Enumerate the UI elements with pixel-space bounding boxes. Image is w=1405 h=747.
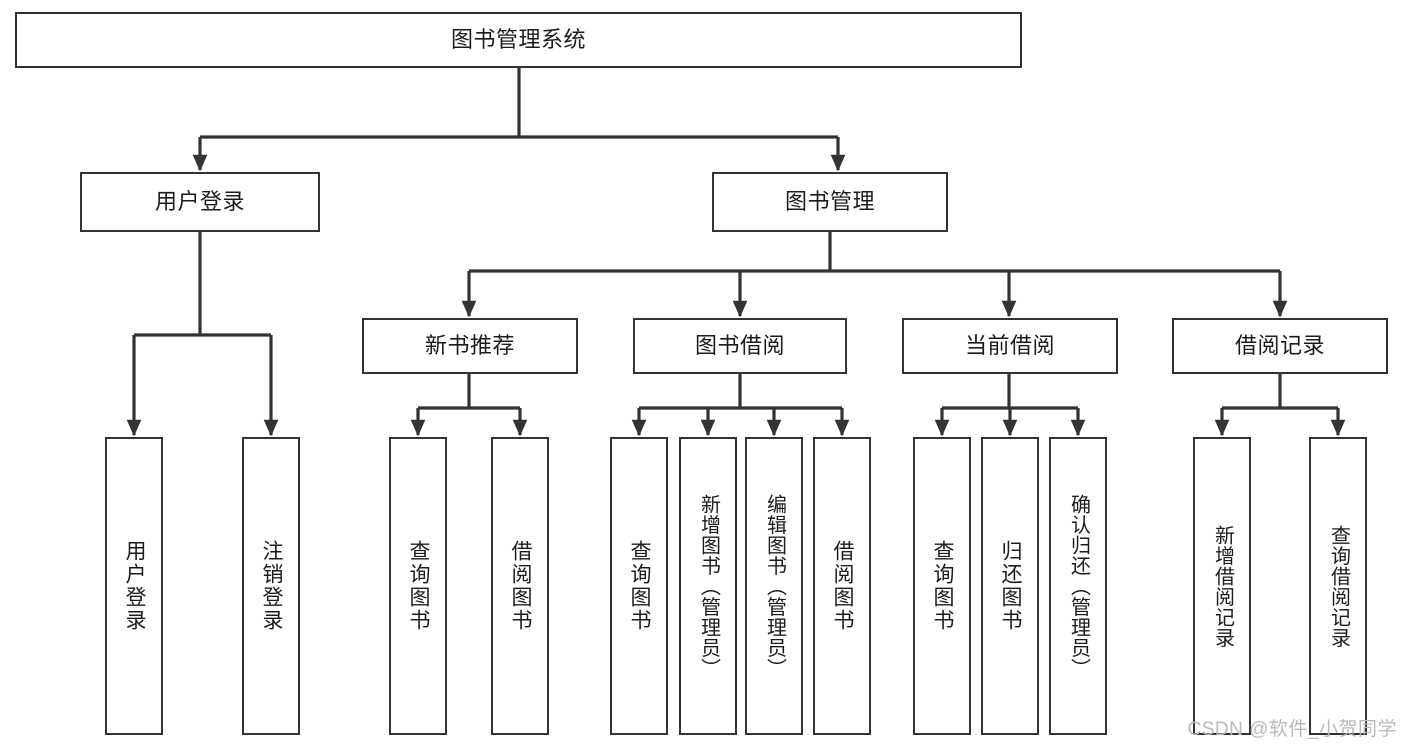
node-leaf-query-book-1-label: 查询图书 bbox=[407, 540, 431, 632]
node-leaf-return-book[interactable]: 归还图书 bbox=[981, 437, 1039, 735]
node-user-login-label: 用户登录 bbox=[154, 189, 245, 215]
node-borrow-record-label: 借阅记录 bbox=[1234, 333, 1325, 359]
node-leaf-query-record[interactable]: 查询借阅记录 bbox=[1309, 437, 1367, 735]
node-current-borrow-label: 当前借阅 bbox=[964, 333, 1055, 359]
node-leaf-login[interactable]: 用户登录 bbox=[105, 437, 163, 735]
node-book-borrow[interactable]: 图书借阅 bbox=[633, 318, 847, 374]
node-leaf-borrow-book-2[interactable]: 借阅图书 bbox=[813, 437, 871, 735]
node-book-manage-label: 图书管理 bbox=[784, 189, 875, 215]
node-current-borrow[interactable]: 当前借阅 bbox=[902, 318, 1118, 374]
node-root-system[interactable]: 图书管理系统 bbox=[15, 12, 1022, 68]
node-leaf-add-book[interactable]: 新增图书（管理员） bbox=[679, 437, 737, 735]
node-leaf-add-book-label: 新增图书（管理员） bbox=[697, 493, 720, 679]
node-leaf-borrow-book-1-label: 借阅图书 bbox=[509, 540, 533, 632]
node-leaf-add-record-label: 新增借阅记录 bbox=[1211, 524, 1234, 648]
node-leaf-query-book-3[interactable]: 查询图书 bbox=[913, 437, 971, 735]
node-user-login[interactable]: 用户登录 bbox=[80, 172, 320, 232]
node-leaf-logout[interactable]: 注销登录 bbox=[242, 437, 300, 735]
node-new-book-recommend-label: 新书推荐 bbox=[424, 333, 515, 359]
node-leaf-confirm-return[interactable]: 确认归还（管理员） bbox=[1049, 437, 1107, 735]
node-root-system-label: 图书管理系统 bbox=[450, 27, 586, 53]
node-leaf-return-book-label: 归还图书 bbox=[999, 540, 1023, 632]
node-borrow-record[interactable]: 借阅记录 bbox=[1172, 318, 1388, 374]
node-leaf-query-book-3-label: 查询图书 bbox=[931, 540, 955, 632]
node-book-manage[interactable]: 图书管理 bbox=[712, 172, 948, 232]
node-leaf-logout-label: 注销登录 bbox=[260, 540, 284, 632]
node-leaf-login-label: 用户登录 bbox=[123, 540, 147, 632]
node-leaf-query-record-label: 查询借阅记录 bbox=[1327, 524, 1350, 648]
node-book-borrow-label: 图书借阅 bbox=[694, 333, 785, 359]
node-leaf-query-book-2-label: 查询图书 bbox=[628, 540, 652, 632]
node-new-book-recommend[interactable]: 新书推荐 bbox=[362, 318, 578, 374]
node-leaf-borrow-book-1[interactable]: 借阅图书 bbox=[491, 437, 549, 735]
node-leaf-edit-book[interactable]: 编辑图书（管理员） bbox=[745, 437, 803, 735]
node-leaf-add-record[interactable]: 新增借阅记录 bbox=[1193, 437, 1251, 735]
node-leaf-query-book-2[interactable]: 查询图书 bbox=[610, 437, 668, 735]
node-leaf-query-book-1[interactable]: 查询图书 bbox=[389, 437, 447, 735]
node-leaf-edit-book-label: 编辑图书（管理员） bbox=[763, 493, 786, 679]
watermark-text: CSDN @软件_小贺同学 bbox=[1187, 719, 1397, 740]
node-leaf-confirm-return-label: 确认归还（管理员） bbox=[1067, 493, 1090, 679]
node-leaf-borrow-book-2-label: 借阅图书 bbox=[831, 540, 855, 632]
